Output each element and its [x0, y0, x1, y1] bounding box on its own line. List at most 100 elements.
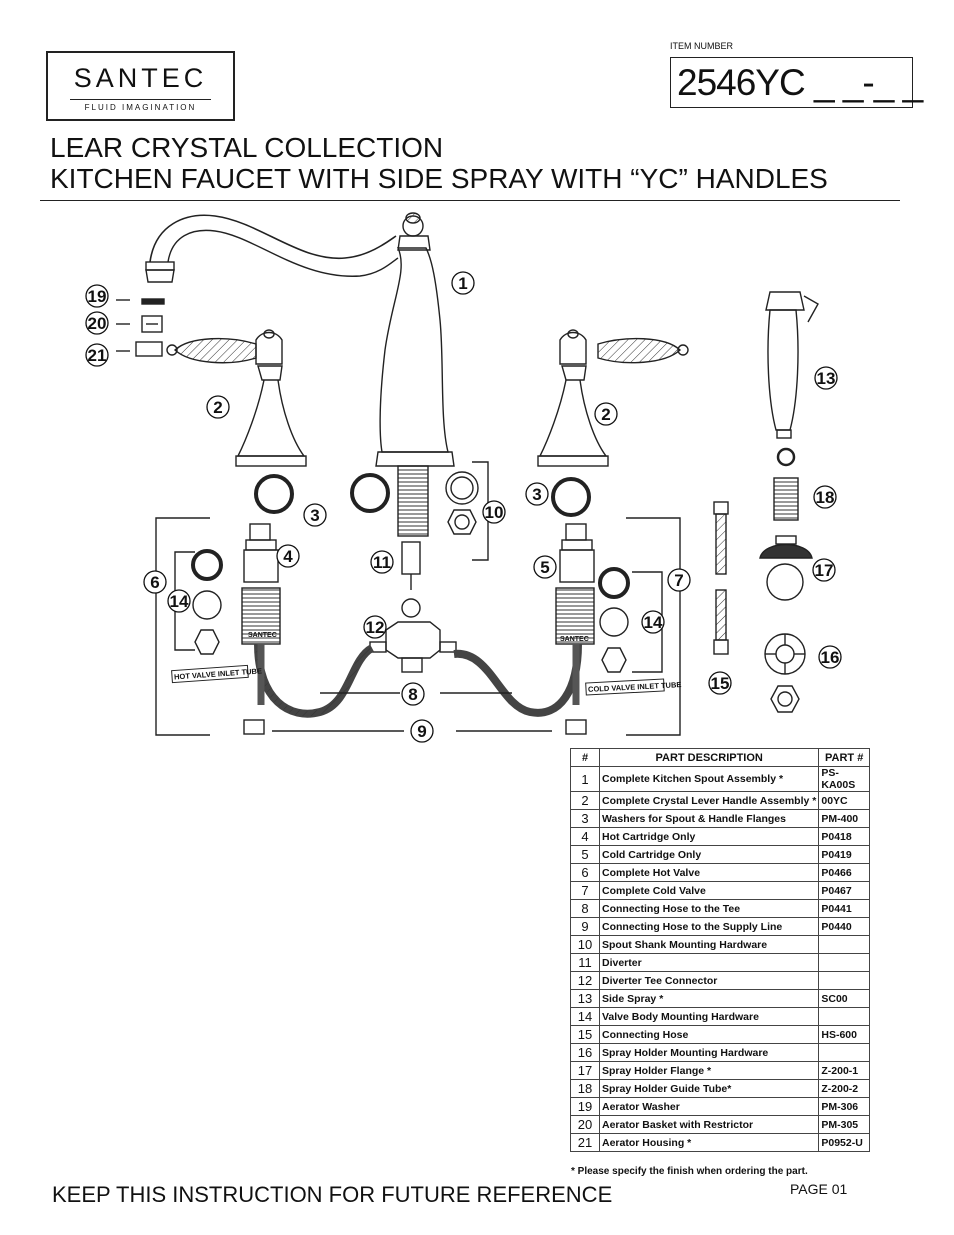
part-description: Connecting Hose [598, 1025, 820, 1044]
part-description: Spray Holder Flange * [598, 1061, 820, 1080]
callout-label: 21 [88, 346, 107, 365]
spray-guide-tube [773, 477, 799, 521]
callout-label: 2 [213, 398, 222, 417]
part-number: P0419 [818, 845, 870, 864]
part-description: Valve Body Mounting Hardware [598, 1007, 820, 1026]
part-index: 15 [570, 1025, 600, 1044]
callout-15: 15 [708, 671, 732, 695]
callout-11: 11 [370, 550, 394, 574]
aerator-basket [141, 315, 163, 333]
callout-12: 12 [363, 615, 387, 639]
part-number: PM-306 [818, 1097, 870, 1116]
page-title-product: KITCHEN FAUCET WITH SIDE SPRAY WITH “YC”… [50, 163, 828, 194]
part-index: 14 [570, 1007, 600, 1026]
part-description: Complete Kitchen Spout Assembly * [598, 766, 820, 792]
part-index: 18 [570, 1079, 600, 1098]
callout-14: 14 [641, 610, 665, 634]
part-number: PS-KA00S [818, 766, 870, 792]
left-lever-handle [166, 329, 307, 467]
part-description: Diverter [598, 953, 820, 972]
callout-label: 16 [821, 648, 840, 667]
part-number: HS-600 [818, 1025, 870, 1044]
callout-16: 16 [818, 645, 842, 669]
callout-label: 8 [408, 685, 417, 704]
callout-label: 20 [88, 314, 107, 333]
aerator-washer [141, 298, 165, 305]
hot-valve-nut [194, 629, 220, 655]
exploded-parts-diagram: HOT VALVE INLET TUBE SANTEC COLD VALVE I… [85, 212, 842, 743]
part-number: P0952-U [818, 1133, 870, 1152]
callout-1: 1 [451, 271, 475, 295]
aerator-housing [135, 341, 163, 357]
callout-20: 20 [85, 311, 109, 335]
handle-washer-left [254, 474, 294, 514]
hot-connecting-hose [254, 643, 375, 718]
santec-stamp-left: SANTEC [248, 632, 277, 639]
callout-label: 2 [601, 405, 610, 424]
logo-wordmark: SANTEC [73, 63, 208, 93]
part-index: 12 [570, 971, 600, 990]
diverter [401, 541, 421, 618]
part-number: P0441 [818, 899, 870, 918]
callout-label: 7 [674, 571, 683, 590]
item-number-box: 2546YC _ _-_ _ [670, 57, 923, 108]
part-index: 2 [570, 791, 600, 810]
callout-7: 7 [667, 568, 691, 592]
footer-reference-text: KEEP THIS INSTRUCTION FOR FUTURE REFEREN… [52, 1182, 613, 1207]
callout-label: 11 [373, 553, 391, 572]
part-number [818, 1043, 870, 1062]
part-index: 10 [570, 935, 600, 954]
part-number: P0467 [818, 881, 870, 900]
page-number: PAGE 01 [790, 1181, 848, 1197]
part-description: Spout Shank Mounting Hardware [598, 935, 820, 954]
callout-8: 8 [401, 682, 425, 706]
part-number [818, 935, 870, 954]
hot-valve-body [241, 587, 281, 645]
part-description: Cold Cartridge Only [598, 845, 820, 864]
cold-valve-nut [601, 647, 627, 673]
callout-17: 17 [812, 558, 836, 582]
callout-label: 9 [417, 722, 426, 741]
cold-cartridge [559, 523, 595, 583]
cold-connecting-hose [453, 643, 582, 717]
callout-4: 4 [276, 544, 300, 568]
side-spray [765, 291, 819, 467]
callout-label: 3 [310, 506, 319, 525]
part-number: 00YC [818, 791, 870, 810]
callout-label: 15 [711, 674, 730, 693]
callout-19: 19 [85, 284, 109, 308]
callout-label: 18 [816, 488, 835, 507]
part-number: SC00 [818, 989, 870, 1008]
part-description: Connecting Hose to the Tee [598, 899, 820, 918]
spray-connecting-hose [713, 501, 729, 655]
header-number: # [570, 748, 600, 767]
callout-2: 2 [206, 395, 230, 419]
spout-shank [397, 465, 429, 537]
part-index: 9 [570, 917, 600, 936]
part-description: Side Spray * [598, 989, 820, 1008]
part-index: 17 [570, 1061, 600, 1080]
hot-supply-fitting [243, 719, 265, 735]
logo-divider [70, 99, 211, 100]
santec-stamp-right: SANTEC [560, 636, 589, 643]
part-index: 8 [570, 899, 600, 918]
part-description: Spray Holder Guide Tube* [598, 1079, 820, 1098]
part-description: Complete Crystal Lever Handle Assembly * [598, 791, 820, 810]
callout-label: 14 [170, 592, 189, 611]
callout-21: 21 [85, 343, 109, 367]
part-number: Z-200-2 [818, 1079, 870, 1098]
callout-label: 17 [815, 561, 834, 580]
spray-mounting-hardware [764, 633, 806, 713]
